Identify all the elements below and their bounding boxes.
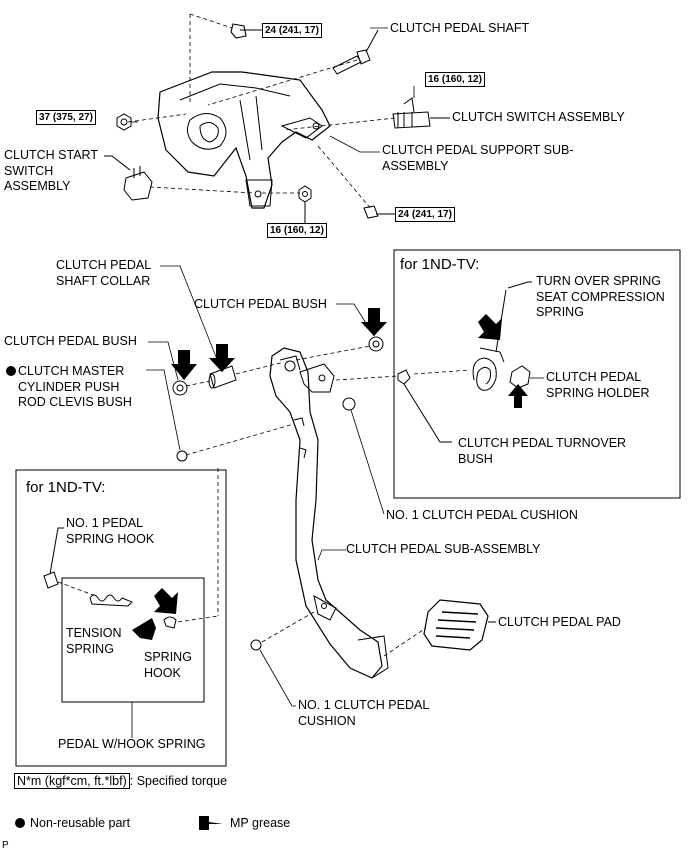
label-no1-clutch-pedal-cushion-upper: NO. 1 CLUTCH PEDAL CUSHION bbox=[386, 508, 578, 522]
grease-arrow-tension bbox=[132, 618, 156, 640]
label-tension-spring: TENSION SPRING bbox=[66, 626, 122, 656]
label-clutch-pedal-support: CLUTCH PEDAL SUPPORT SUB-ASSEMBLY bbox=[382, 143, 574, 173]
right-subdiagram-title: for 1ND-TV: bbox=[400, 256, 480, 273]
nut-bottom bbox=[298, 185, 312, 224]
top-dashed-lines bbox=[127, 13, 396, 211]
label-turn-over-spring: TURN OVER SPRING SEAT COMPRESSION SPRING bbox=[536, 274, 665, 319]
left-subdiagram-title: for 1ND-TV: bbox=[26, 479, 106, 496]
non-reusable-dot-clevis bbox=[6, 366, 16, 376]
label-clutch-master-cylinder-bush: CLUTCH MASTER CYLINDER PUSH ROD CLEVIS B… bbox=[18, 364, 132, 409]
grease-arrow-hook bbox=[154, 588, 178, 614]
right-subdiagram-frame bbox=[393, 249, 681, 499]
legend-torque-box: N*m (kgf*cm, ft.*lbf) bbox=[14, 773, 130, 789]
left-subdiagram-frame bbox=[15, 469, 227, 767]
torque-label-left: 37 (375, 27) bbox=[36, 110, 96, 125]
clutch-switch-drawing bbox=[392, 97, 450, 129]
clutch-pedal-shaft-drawing bbox=[332, 29, 379, 75]
grease-arrow-holder bbox=[508, 384, 528, 408]
legend-non-reusable: Non-reusable part bbox=[30, 816, 131, 830]
turnover-spring-drawing bbox=[472, 281, 532, 391]
label-clutch-start-switch: CLUTCH START SWITCH ASSEMBLY bbox=[4, 148, 98, 193]
grease-arrow-bush-top bbox=[361, 308, 387, 336]
corner-mark: P bbox=[2, 840, 9, 851]
legend-mp-grease: MP grease bbox=[230, 816, 291, 830]
clutch-pedal-sub-assembly-drawing bbox=[269, 347, 389, 679]
pedal-bush-left-drawing bbox=[172, 380, 188, 396]
cushion-lower-drawing bbox=[250, 639, 262, 651]
top-leaders bbox=[131, 27, 450, 153]
label-no1-clutch-pedal-cushion-lower: NO. 1 CLUTCH PEDAL CUSHION bbox=[298, 698, 429, 728]
label-clutch-switch-assembly: CLUTCH SWITCH ASSEMBLY bbox=[452, 110, 625, 124]
tension-spring-drawing bbox=[89, 594, 133, 607]
label-clutch-pedal-pad: CLUTCH PEDAL PAD bbox=[498, 615, 621, 629]
label-clutch-pedal-spring-holder: CLUTCH PEDAL SPRING HOLDER bbox=[546, 370, 650, 400]
pedal-bush-top-drawing bbox=[368, 336, 384, 352]
torque-label-switch: 16 (160, 12) bbox=[425, 72, 485, 87]
label-spring-hook: SPRING HOOK bbox=[144, 650, 192, 680]
label-clutch-pedal-bush-top: CLUTCH PEDAL BUSH bbox=[194, 297, 327, 311]
label-clutch-pedal-turnover-bush: CLUTCH PEDAL TURNOVER BUSH bbox=[458, 436, 627, 466]
legend-torque: N*m (kgf*cm, ft.*lbf): Specified torque bbox=[14, 773, 228, 789]
non-reusable-dot bbox=[15, 818, 25, 828]
label-pedal-w-hook-spring: PEDAL W/HOOK SPRING bbox=[58, 737, 206, 751]
middle-leaders bbox=[146, 265, 385, 707]
torque-label-top: 24 (241, 17) bbox=[262, 23, 322, 38]
label-clutch-pedal-shaft: CLUTCH PEDAL SHAFT bbox=[390, 21, 530, 35]
torque-label-bottom-right: 24 (241, 17) bbox=[395, 207, 455, 222]
grease-arrow-spring bbox=[478, 314, 502, 340]
mp-grease-legend-arrow bbox=[199, 816, 223, 830]
legend-torque-text: : Specified torque bbox=[129, 774, 228, 788]
middle-dashed-lines bbox=[185, 345, 427, 657]
grease-arrows bbox=[6, 308, 528, 830]
bolt-top bbox=[230, 23, 262, 39]
spring-hook-drawing bbox=[163, 616, 177, 629]
pedal-spring-hook-drawing bbox=[43, 527, 64, 589]
clutch-start-switch-drawing bbox=[104, 155, 153, 201]
cushion-upper-drawing bbox=[342, 397, 356, 411]
label-clutch-pedal-sub-assembly: CLUTCH PEDAL SUB-ASSEMBLY bbox=[346, 542, 541, 556]
clutch-pedal-support-drawing bbox=[157, 71, 331, 209]
pedal-hook-spring-frame bbox=[61, 577, 205, 703]
clutch-pedal-pad-drawing bbox=[423, 599, 496, 651]
clevis-bush-drawing bbox=[176, 450, 188, 462]
grease-arrow-bush-left bbox=[171, 350, 197, 380]
grease-arrow-collar bbox=[209, 344, 235, 372]
label-clutch-pedal-bush-left: CLUTCH PEDAL BUSH bbox=[4, 334, 137, 348]
turnover-bush-drawing bbox=[397, 369, 452, 443]
label-clutch-pedal-shaft-collar: CLUTCH PEDAL SHAFT COLLAR bbox=[56, 258, 151, 288]
bolt-bottom-right bbox=[363, 205, 396, 219]
nut-left bbox=[116, 113, 132, 131]
torque-label-bottom-mid: 16 (160, 12) bbox=[267, 223, 327, 238]
label-no1-pedal-spring-hook: NO. 1 PEDAL SPRING HOOK bbox=[66, 516, 155, 546]
